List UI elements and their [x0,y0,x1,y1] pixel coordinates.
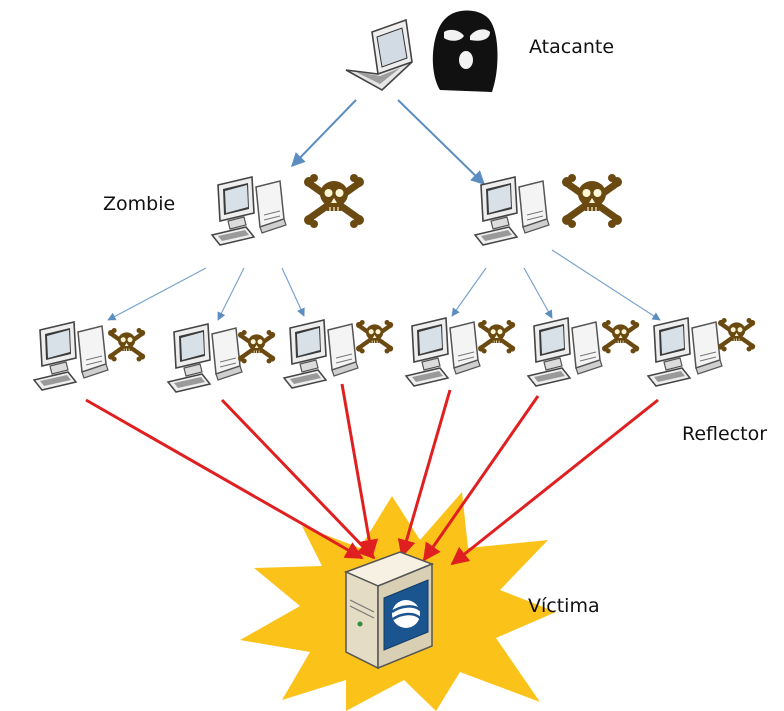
reflector-6-skull-icon [718,318,755,351]
reflector-4-computer-icon [405,317,481,387]
reflector-1-computer-icon [33,321,109,391]
reflector-4-skull-icon [478,320,515,353]
zombie-left-computer-icon [211,176,287,246]
arrow-reflector-to-victim-4 [397,389,452,558]
reflector-6-computer-icon [647,317,723,387]
reflector-5-skull-icon [602,320,639,353]
reflector-3-skull-icon [356,320,393,353]
arrow-zombie-to-reflector-4 [451,267,487,317]
reflector-5-computer-icon [527,317,603,387]
arrow-zombie-to-reflector-2 [217,267,245,321]
balaclava-icon [432,10,498,92]
reflector-2-skull-icon [238,330,275,363]
arrow-reflector-to-victim-2 [220,398,376,560]
reflector-3-computer-icon [283,319,359,389]
reflector-2-computer-icon [167,323,243,393]
server-icon [343,551,435,670]
arrow-zombie-to-reflector-5 [523,267,553,319]
arrow-zombie-to-reflector-1 [107,267,207,321]
arrow-reflector-to-victim-6 [450,398,659,566]
arrow-attacker-to-zombie-left [291,99,357,168]
laptop-icon [345,18,413,91]
arrow-zombie-to-reflector-6 [551,249,661,321]
zombie-right-skull-icon [562,174,622,228]
zombie-right-computer-icon [474,176,550,246]
zombie-left-skull-icon [304,174,364,228]
arrow-reflector-to-victim-5 [422,395,540,562]
arrow-reflector-to-victim-1 [85,398,364,560]
arrow-reflector-to-victim-3 [340,383,379,558]
attacker-label: Atacante [529,36,615,58]
victim-label: Víctima [528,595,600,617]
arrow-zombie-to-reflector-3 [281,267,305,317]
reflector-label: Reflector [682,423,768,445]
zombie-label: Zombie [103,193,176,215]
reflector-1-skull-icon [108,328,145,361]
arrow-attacker-to-zombie-right [397,99,486,185]
